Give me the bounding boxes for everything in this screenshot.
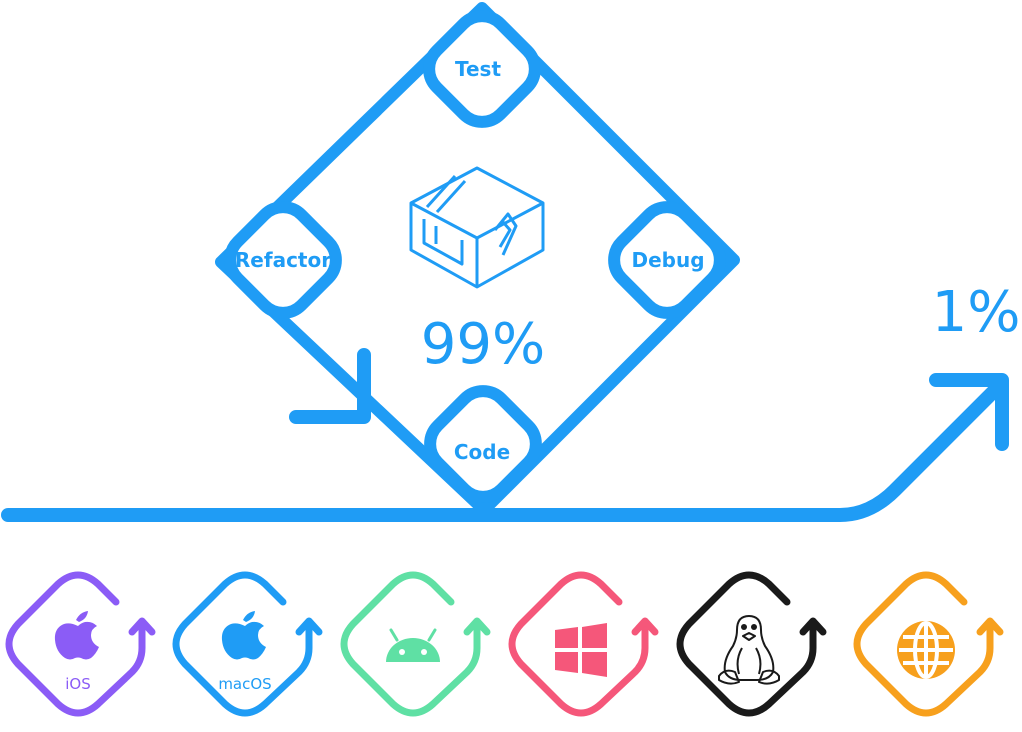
platform-badge-windows — [508, 571, 659, 717]
globe-icon — [897, 621, 955, 679]
badge-outline — [853, 571, 994, 717]
node-debug: Debug — [608, 201, 726, 319]
badge-outline — [508, 571, 649, 717]
apple-icon — [221, 611, 266, 660]
badge-outline — [5, 571, 146, 717]
platform-badge-web — [853, 571, 1004, 717]
platform-badge-android — [340, 571, 491, 717]
cycle-arrow-down-right — [289, 348, 371, 424]
badge-outline — [340, 571, 481, 717]
badge-arrow-icon — [295, 617, 323, 636]
badge-arrow-icon — [463, 617, 491, 636]
badge-outline — [676, 571, 817, 717]
linux-penguin-icon — [718, 615, 780, 685]
timeline-line — [1, 378, 1007, 522]
apple-icon — [54, 611, 99, 660]
platform-badge-ios: iOS — [5, 571, 156, 717]
node-debug-label: Debug — [631, 248, 704, 272]
badge-arrow-icon — [799, 617, 827, 636]
node-refactor: Refactor — [224, 201, 342, 319]
badge-arrow-icon — [976, 617, 1004, 636]
platform-badge-macos: macOS — [172, 571, 323, 717]
windows-icon — [555, 623, 607, 677]
branch-percent-label: 1% — [932, 280, 1021, 345]
platform-badge-linux — [676, 571, 827, 717]
badge-outline — [172, 571, 313, 717]
branch-arrow-head — [929, 373, 1009, 451]
android-icon — [386, 628, 440, 662]
node-code-label: Code — [454, 440, 510, 464]
platform-label-ios: iOS — [65, 675, 91, 693]
node-test-label: Test — [455, 57, 501, 81]
node-test: Test — [423, 10, 541, 128]
platform-label-macos: macOS — [218, 675, 271, 693]
platform-badges: iOS macOS — [5, 571, 1004, 717]
node-code: Code — [424, 385, 542, 503]
cycle-percent-label: 99% — [421, 312, 545, 377]
cube-logo-icon — [409, 166, 545, 289]
node-refactor-label: Refactor — [235, 248, 331, 272]
badge-arrow-icon — [128, 617, 156, 636]
badge-arrow-icon — [631, 617, 659, 636]
